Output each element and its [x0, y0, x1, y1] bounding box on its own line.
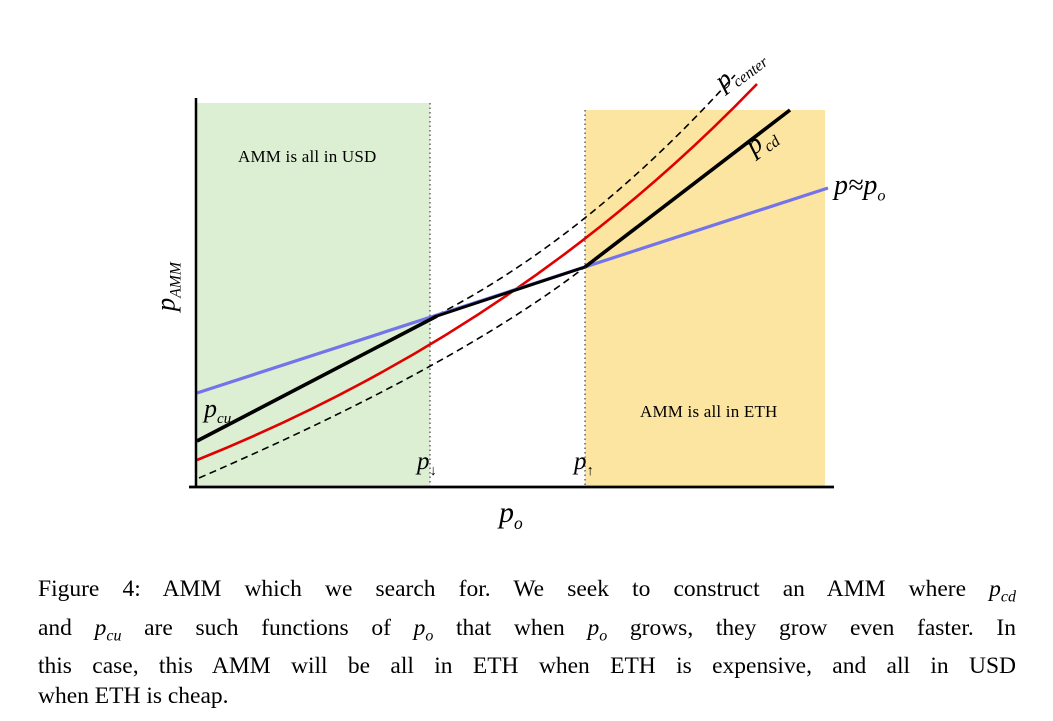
x-axis-label-base: p [499, 496, 514, 529]
p-down-tick-label: p↓ [417, 448, 437, 480]
x-axis-label-sub: o [514, 513, 523, 533]
caption-text-segment: Figure 4: AMM which we search for. We se… [38, 576, 990, 602]
p-approx-po-label-base: p≈p [834, 170, 878, 201]
p-cu-label: pcu [204, 394, 231, 428]
y-axis-label-base: p [150, 297, 181, 312]
usd-region [197, 103, 430, 487]
eth-region [585, 110, 825, 487]
p-cu-dashed-extension [436, 74, 736, 316]
p-cu-solid-line [196, 314, 438, 443]
caption-line-3: this case, this AMM will be all in ETH w… [38, 653, 1016, 680]
math-base: p [989, 576, 1001, 602]
p-cu-label-sub: cu [217, 411, 232, 428]
amm-price-middle-segment [436, 265, 586, 318]
math-p-o: po [413, 614, 434, 645]
math-base: p [587, 614, 600, 641]
x-axis-label: po [499, 496, 523, 534]
caption-line-2: and pcu are such functions of po that wh… [38, 613, 1016, 652]
caption-text-segment: that when [433, 614, 588, 641]
amm-figure-plot [189, 74, 834, 489]
p-up-tick-sub: ↑ [586, 463, 594, 479]
math-sub: cd [1000, 588, 1016, 606]
p-center-red-line [196, 83, 758, 462]
math-base: p [413, 614, 426, 641]
caption-text-segment: are such functions of [121, 614, 414, 641]
p-cd-solid-line [583, 108, 792, 269]
caption-text-segment: and [38, 614, 95, 641]
math-sub: cu [106, 627, 122, 645]
p-down-tick-sub: ↓ [429, 463, 437, 479]
p-approx-po-label-sub: o [877, 186, 886, 205]
math-p-o: po [587, 614, 608, 645]
math-base: p [94, 614, 107, 641]
p-up-tick-base: p [574, 448, 587, 475]
p-up-tick-label: p↑ [574, 448, 594, 480]
usd-region-label: AMM is all in USD [238, 147, 377, 166]
p-cu-label-base: p [204, 394, 217, 423]
y-axis-label: pAMM [150, 237, 185, 337]
caption-text-segment: grows, they grow even faster. In [607, 614, 1017, 641]
figure-caption: Figure 4: AMM which we search for. We se… [38, 574, 1016, 711]
math-p-cu: pcu [94, 614, 122, 645]
eth-region-label: AMM is all in ETH [640, 402, 778, 421]
math-sub: o [425, 627, 434, 645]
math-sub: o [599, 627, 608, 645]
caption-line-4: when ETH is cheap. [38, 683, 229, 710]
p-approx-po-label: p≈po [834, 170, 886, 206]
p-cd-dashed-extension [198, 266, 586, 479]
math-p-cd: pcd [989, 576, 1016, 606]
caption-line-1: Figure 4: AMM which we search for. We se… [38, 574, 1016, 613]
p-down-tick-base: p [417, 448, 430, 475]
y-axis-label-sub: AMM [167, 262, 185, 298]
